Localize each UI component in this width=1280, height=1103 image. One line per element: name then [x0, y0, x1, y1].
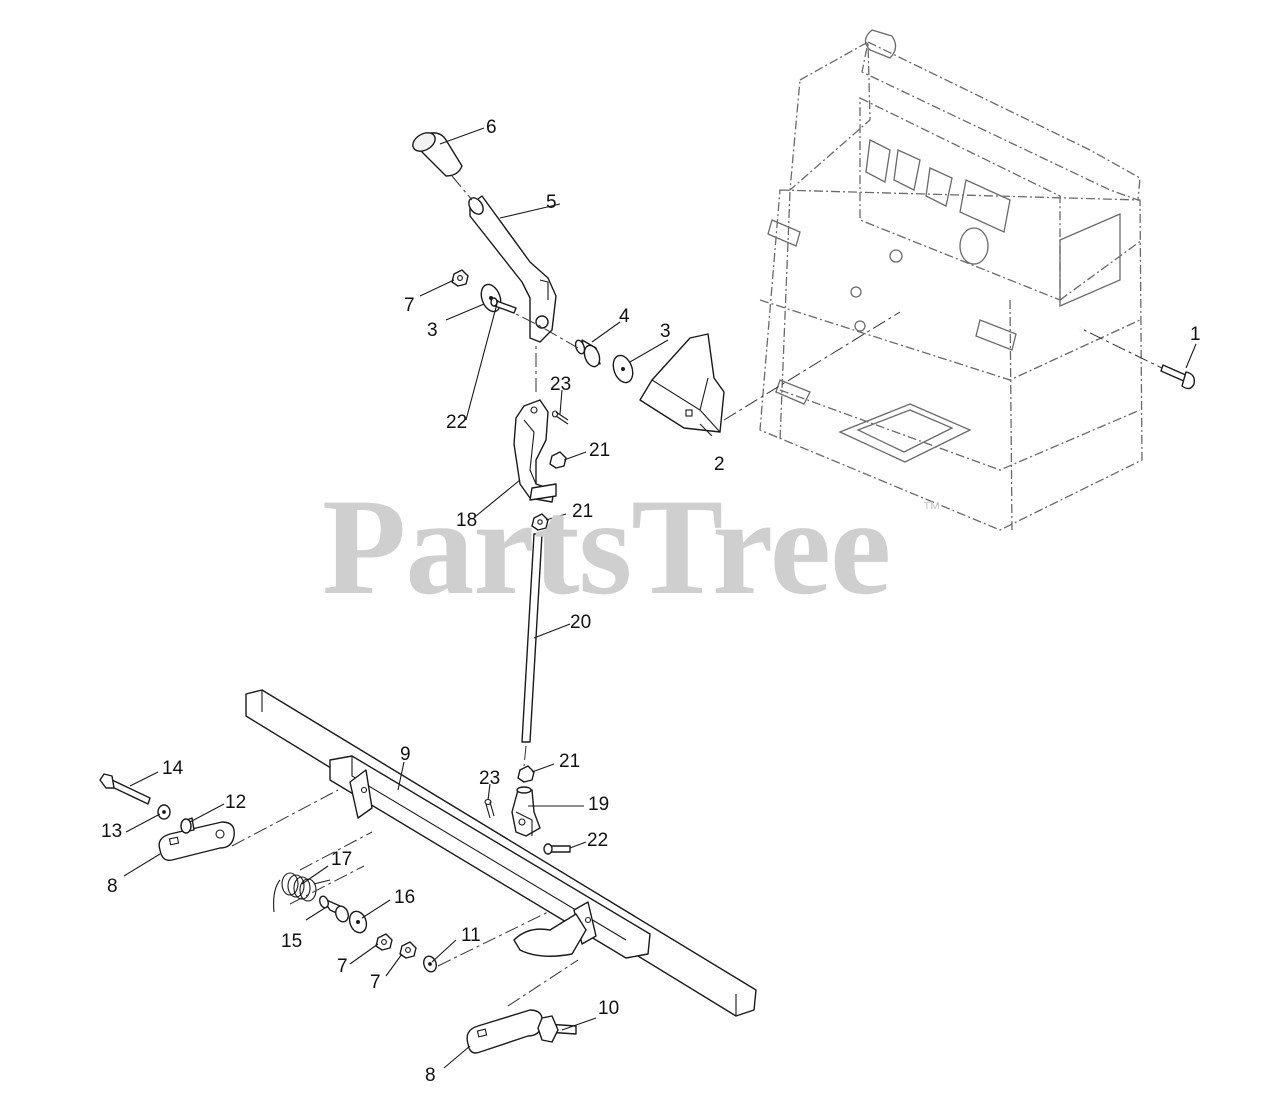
part-21-nut-lower — [517, 765, 535, 783]
callout-23-lower: 23 — [479, 768, 501, 789]
part-23-cotter-pin-upper — [551, 410, 569, 425]
callout-13: 13 — [101, 821, 123, 842]
callout-8-upper: 8 — [107, 876, 118, 897]
callout-22-lower: 22 — [587, 830, 609, 851]
part-22-pin-lower — [543, 843, 571, 855]
callout-22-upper: 22 — [446, 412, 468, 433]
part-9-cross-tube — [245, 689, 757, 1017]
part-23-cotter-pin-lower — [484, 798, 495, 819]
trademark-symbol: ™ — [922, 499, 941, 520]
part-4-bushing — [574, 339, 601, 368]
part-7-nut-lower — [399, 941, 417, 959]
part-21-nut-upper — [549, 451, 567, 469]
callout-10: 10 — [598, 998, 620, 1019]
part-17-spring — [273, 831, 373, 913]
callout-15: 15 — [281, 931, 303, 952]
part-6-grip — [412, 132, 463, 177]
watermark: PartsTree — [322, 470, 891, 623]
callout-21-upper: 21 — [589, 440, 611, 461]
callout-4: 4 — [619, 306, 630, 327]
callout-8-lower: 8 — [425, 1065, 436, 1086]
callout-21-middle: 21 — [572, 501, 594, 522]
part-8-link-lower — [466, 959, 579, 1054]
callout-5: 5 — [546, 192, 557, 213]
part-14-bolt — [99, 773, 151, 805]
callout-23-upper: 23 — [550, 374, 572, 395]
part-1-bolt — [1079, 327, 1196, 390]
callout-18: 18 — [456, 510, 478, 531]
callout-16: 16 — [394, 887, 416, 908]
callout-7-middle: 7 — [337, 956, 348, 977]
callout-9: 9 — [400, 744, 411, 765]
part-2-bracket — [639, 311, 901, 433]
part-11-washer — [423, 911, 549, 973]
machine-frame — [759, 29, 1143, 531]
callout-17: 17 — [331, 849, 353, 870]
callout-12: 12 — [225, 792, 247, 813]
part-3-washer-lower — [612, 354, 634, 384]
callout-19: 19 — [588, 794, 610, 815]
callout-14: 14 — [162, 758, 184, 779]
part-18-pivot-bracket — [513, 342, 557, 503]
part-7-nut-middle — [375, 933, 393, 951]
part-5-lever — [451, 175, 579, 349]
callout-21-lower: 21 — [559, 751, 581, 772]
callout-20: 20 — [570, 612, 592, 633]
part-16-washer — [348, 910, 368, 934]
callout-7-lower: 7 — [370, 972, 381, 993]
part-19-clevis — [511, 786, 541, 837]
part-22-pin-upper — [490, 297, 517, 314]
callout-2: 2 — [714, 454, 725, 475]
part-20-rod — [521, 533, 543, 767]
part-8-link-upper — [158, 789, 339, 861]
callout-7-upper: 7 — [404, 295, 415, 316]
part-13-washer — [157, 804, 171, 820]
part-3-washer-upper — [480, 283, 502, 313]
part-21-nut-middle — [531, 513, 549, 531]
part-12-bushing — [180, 817, 195, 834]
callout-1: 1 — [1190, 324, 1201, 345]
callout-3-upper: 3 — [427, 320, 438, 341]
leader-lines — [123, 127, 1197, 1069]
part-7-nut-upper — [451, 269, 469, 287]
callout-6: 6 — [486, 117, 497, 138]
callout-3-lower: 3 — [660, 321, 671, 342]
callout-11: 11 — [461, 925, 481, 946]
part-10-flange-bolt — [537, 1015, 577, 1043]
